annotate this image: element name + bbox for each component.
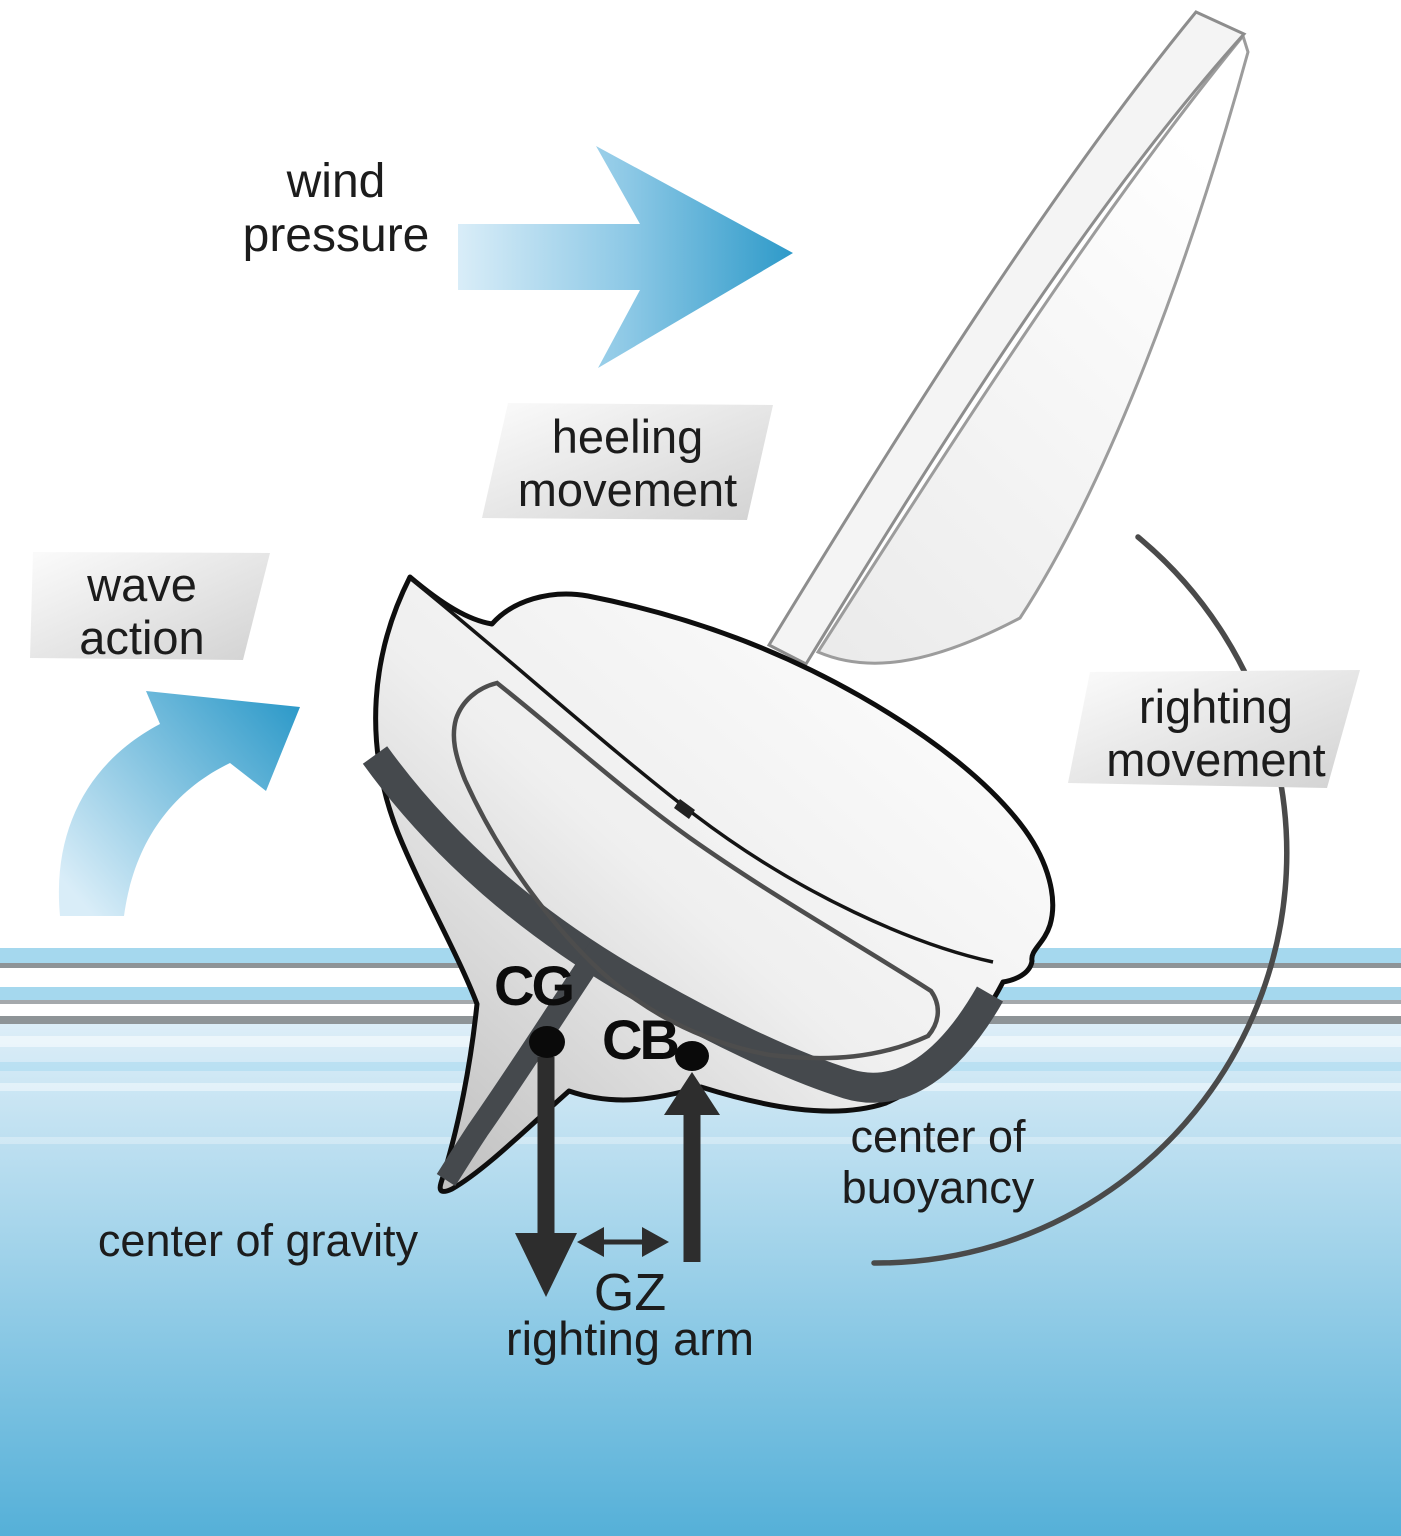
righting-movement-plaque <box>1068 670 1360 788</box>
hull-bilge-stripe <box>362 746 1004 1103</box>
keel-shading <box>436 940 610 1186</box>
wind-arrow-icon <box>458 146 793 368</box>
mast-step-mark <box>674 799 695 819</box>
righting-arc <box>871 534 1290 1266</box>
mast <box>766 10 1247 666</box>
sheer-line <box>409 577 994 964</box>
gz-arrow-head-left <box>577 1227 604 1257</box>
sail <box>815 32 1250 665</box>
gz-arrow-head-right <box>642 1227 669 1257</box>
cockpit-outline <box>451 680 940 1061</box>
gravity-arrow-head <box>515 1233 577 1297</box>
cg-dot-icon <box>529 1026 565 1058</box>
heeling-movement-plaque <box>482 403 773 520</box>
cb-dot-icon <box>675 1041 709 1071</box>
force-diagram <box>515 1026 720 1297</box>
wave-action-plaque <box>30 552 270 660</box>
wave-arrow-icon <box>58 691 301 916</box>
buoyancy-arrow-head <box>664 1072 720 1115</box>
